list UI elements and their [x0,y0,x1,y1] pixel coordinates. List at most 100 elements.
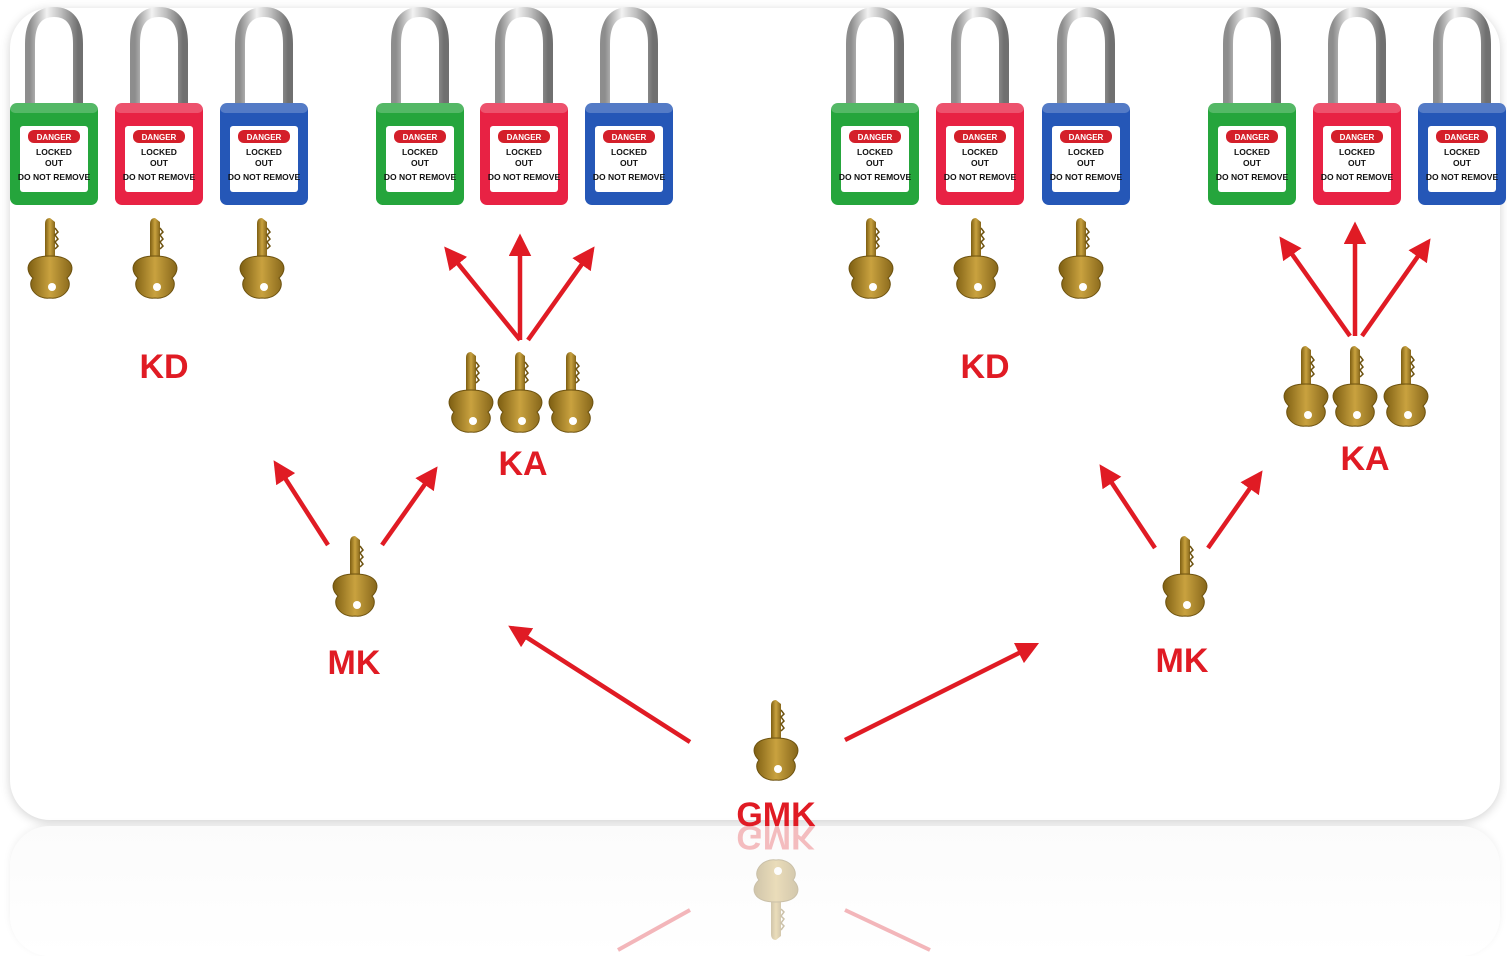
lock-tag-text: OUT [411,158,430,168]
lock-tag-text: LOCKED [36,147,72,157]
arrow-reflection [617,908,691,952]
lock-tag-header: DANGER [507,133,542,142]
ka-label-left: KA [498,445,547,483]
shackle [1328,6,1386,113]
shackle [235,6,293,113]
arrow-reflection [844,908,931,952]
shackle [846,6,904,113]
arrows-layer [273,221,1431,952]
lock-tag-text: OUT [866,158,885,168]
key-icon [953,218,999,299]
key-icon [332,536,378,617]
lock-tag-text: LOCKED [141,147,177,157]
lock-tag-text: DO NOT REMOVE [1426,172,1499,182]
lock-tag-header: DANGER [1340,133,1375,142]
arrow [273,460,330,547]
arrow [1099,464,1157,550]
key-icon [132,218,178,299]
arrow [1279,236,1352,338]
shackle [600,6,658,113]
lock-tag-header: DANGER [963,133,998,142]
lock-tag-text: LOCKED [1444,147,1480,157]
lock-tag-header: DANGER [247,133,282,142]
lock-tag-text: LOCKED [1234,147,1270,157]
key-icon [1162,536,1208,617]
mk-label-left: MK [328,644,381,682]
shackle [495,6,553,113]
key-icon [239,218,285,299]
lock-tag-text: OUT [255,158,274,168]
lock-tag-text: DO NOT REMOVE [1050,172,1123,182]
keys-layer [27,218,1429,781]
arrow [508,625,692,744]
lock-tag-header: DANGER [1069,133,1104,142]
shackle [951,6,1009,113]
lock-tag-text: LOCKED [962,147,998,157]
lock-tag-header: DANGER [1445,133,1480,142]
key-icon [27,218,73,299]
key-icon [1058,218,1104,299]
kd-label-right: KD [960,348,1009,386]
lock-tag-text: OUT [150,158,169,168]
lock-tag-text: LOCKED [1068,147,1104,157]
lock-tag-header: DANGER [612,133,647,142]
arrow [444,246,522,342]
gmk-label: GMK [736,796,816,834]
kd-label-left: KD [139,348,188,386]
lock-tag-text: OUT [515,158,534,168]
lock-tag-text: DO NOT REMOVE [1321,172,1394,182]
lock-tag-text: LOCKED [1339,147,1375,157]
key-icon [753,859,799,940]
lock-tag-text: DO NOT REMOVE [384,172,457,182]
lock-tag-text: LOCKED [402,147,438,157]
arrow [1360,238,1431,338]
key-icon [1383,346,1429,427]
arrow [380,466,438,547]
lock-tag-header: DANGER [403,133,438,142]
mk-label-right: MK [1156,642,1209,680]
lock-tag-header: DANGER [1235,133,1270,142]
shackle [1223,6,1281,113]
key-icon [1283,346,1329,427]
lock-tag-text: LOCKED [246,147,282,157]
arrow [843,642,1040,743]
lock-tag-text: DO NOT REMOVE [123,172,196,182]
lock-tag-text: DO NOT REMOVE [944,172,1017,182]
key-icon [753,700,799,781]
key-icon [848,218,894,299]
lock-tag-header: DANGER [858,133,893,142]
gmk-label-reflection: GMK [736,818,816,856]
lock-tag-text: OUT [1348,158,1367,168]
lock-tag-text: LOCKED [857,147,893,157]
arrow [1206,470,1263,550]
key-icon [548,352,594,433]
lock-tag-text: OUT [1077,158,1096,168]
shackle [391,6,449,113]
lock-tag-header: DANGER [37,133,72,142]
lock-tag-text: DO NOT REMOVE [228,172,301,182]
lock-tag-text: LOCKED [611,147,647,157]
key-icon [497,352,543,433]
lock-tag-text: LOCKED [506,147,542,157]
shackle [130,6,188,113]
lock-tag-text: DO NOT REMOVE [1216,172,1289,182]
lock-tag-text: DO NOT REMOVE [593,172,666,182]
lock-tag-text: OUT [1243,158,1262,168]
ka-label-right: KA [1340,440,1389,478]
lock-tag-text: OUT [971,158,990,168]
arrow [526,246,595,342]
